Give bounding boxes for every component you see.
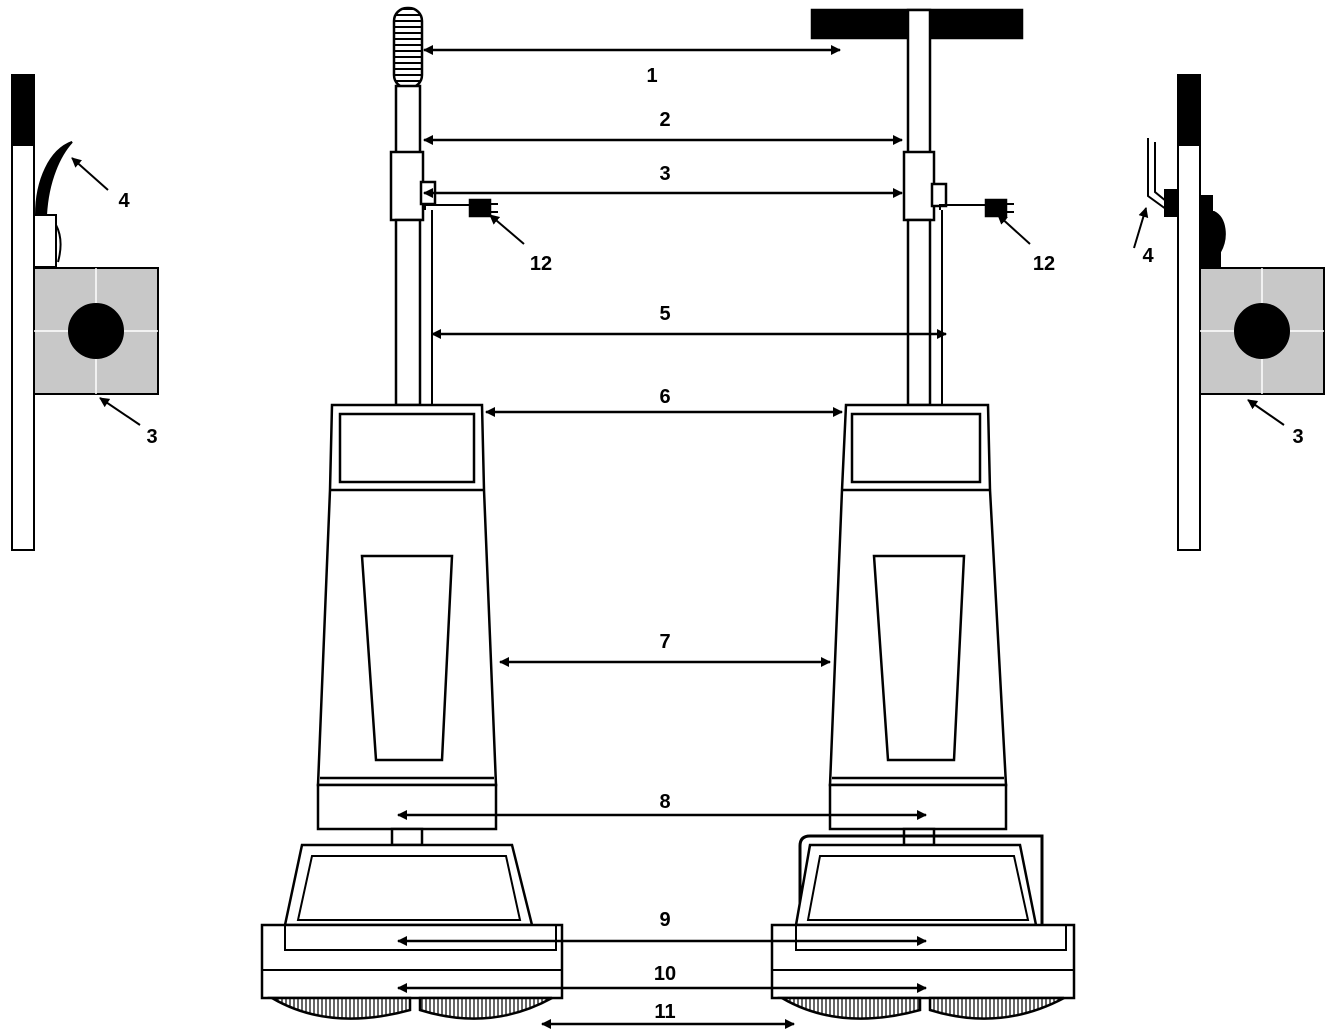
- right-brush-2: [928, 996, 1065, 1020]
- left-detail-cord-loop: [55, 224, 62, 263]
- left-detail-handle-tube: [11, 74, 35, 551]
- left-handle-grip: [392, 6, 424, 90]
- left-cord-plug: [468, 198, 492, 218]
- right-detail-knob: [1234, 303, 1290, 359]
- right-upper-tube: [906, 8, 932, 157]
- label-8: 8: [659, 791, 670, 813]
- label-11: 11: [654, 1001, 675, 1023]
- label-right-detail-hook-upper: 4: [1142, 245, 1154, 267]
- left-lower-body: [316, 783, 498, 831]
- label-left-detail-cord: 4: [118, 190, 130, 212]
- right-detail-handle-top: [1177, 74, 1201, 146]
- label-2: 2: [659, 109, 670, 131]
- label-10: 10: [654, 963, 676, 985]
- right-cord-plug: [984, 198, 1008, 218]
- left-brush-1: [267, 996, 412, 1020]
- left-brush-2: [418, 996, 553, 1020]
- right-brush-1: [777, 996, 922, 1020]
- right-cord-hook: [930, 182, 948, 208]
- left-tube-joint: [389, 150, 425, 222]
- label-1: 1: [646, 65, 657, 87]
- right-machine: [770, 8, 1076, 1020]
- left-machine: [260, 6, 564, 1020]
- right-tube-joint: [902, 150, 936, 222]
- right-lower-tube: [906, 218, 932, 407]
- left-housing-window: [360, 554, 454, 762]
- left-detail-knob: [68, 303, 124, 359]
- label-3: 3: [659, 163, 670, 185]
- label-right-cord-plug: 12: [1033, 253, 1055, 275]
- label-9: 9: [659, 909, 670, 931]
- right-bumper-frame: [798, 834, 1044, 925]
- right-detail-handle-tube: [1177, 74, 1201, 551]
- right-lower-body: [828, 783, 1008, 831]
- label-6: 6: [659, 386, 670, 408]
- right-side-detail: [1147, 74, 1325, 551]
- left-detail-bracket: [33, 214, 57, 268]
- left-detail-cord-wrap: [34, 141, 73, 216]
- left-housing-top-panel: [338, 412, 476, 484]
- right-housing-window: [872, 554, 966, 762]
- left-side-detail: [11, 74, 159, 551]
- right-housing-top-panel: [850, 412, 982, 484]
- left-detail-handle-top: [11, 74, 35, 146]
- left-lower-tube: [394, 218, 422, 407]
- label-5: 5: [659, 303, 670, 325]
- label-right-detail-hook-lower: 3: [1292, 426, 1303, 448]
- left-upper-tube: [394, 84, 422, 156]
- label-left-cord-plug: 12: [530, 253, 552, 275]
- label-7: 7: [659, 631, 670, 653]
- right-detail-latch: [1199, 211, 1226, 269]
- label-left-detail-hook: 3: [146, 426, 157, 448]
